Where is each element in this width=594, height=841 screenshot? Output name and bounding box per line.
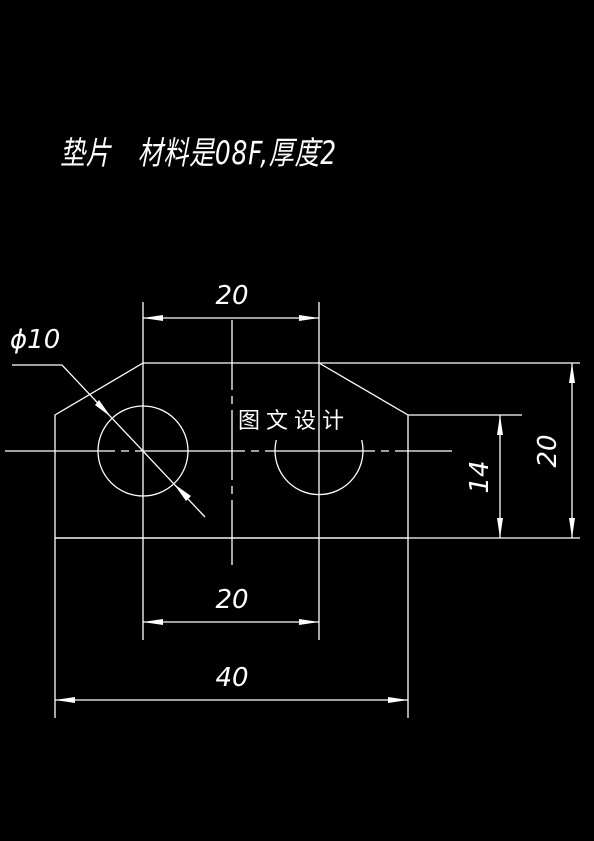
arrowhead	[143, 619, 163, 625]
step-height-label: 14	[465, 460, 495, 493]
arrowhead	[569, 518, 575, 538]
arrowhead	[388, 697, 408, 703]
arrowhead	[497, 518, 503, 538]
arrowhead	[497, 415, 503, 435]
diameter-label: ϕ10	[10, 325, 60, 355]
watermark: 图文设计	[238, 409, 350, 434]
total-height-label: 20	[533, 434, 563, 467]
arrowhead	[55, 697, 75, 703]
arrowhead	[299, 315, 319, 321]
arrowhead	[299, 619, 319, 625]
top-width-label: 20	[215, 281, 248, 311]
arrowhead	[569, 363, 575, 383]
diameter-leader-line	[12, 364, 206, 518]
hole-spacing-label: 20	[215, 585, 248, 615]
arrowhead	[95, 400, 111, 417]
total-width-label: 40	[215, 663, 248, 693]
drawing-title: 垫片 材料是08F,厚度2	[60, 134, 337, 172]
arrowhead	[143, 315, 163, 321]
arrowhead	[174, 484, 191, 501]
